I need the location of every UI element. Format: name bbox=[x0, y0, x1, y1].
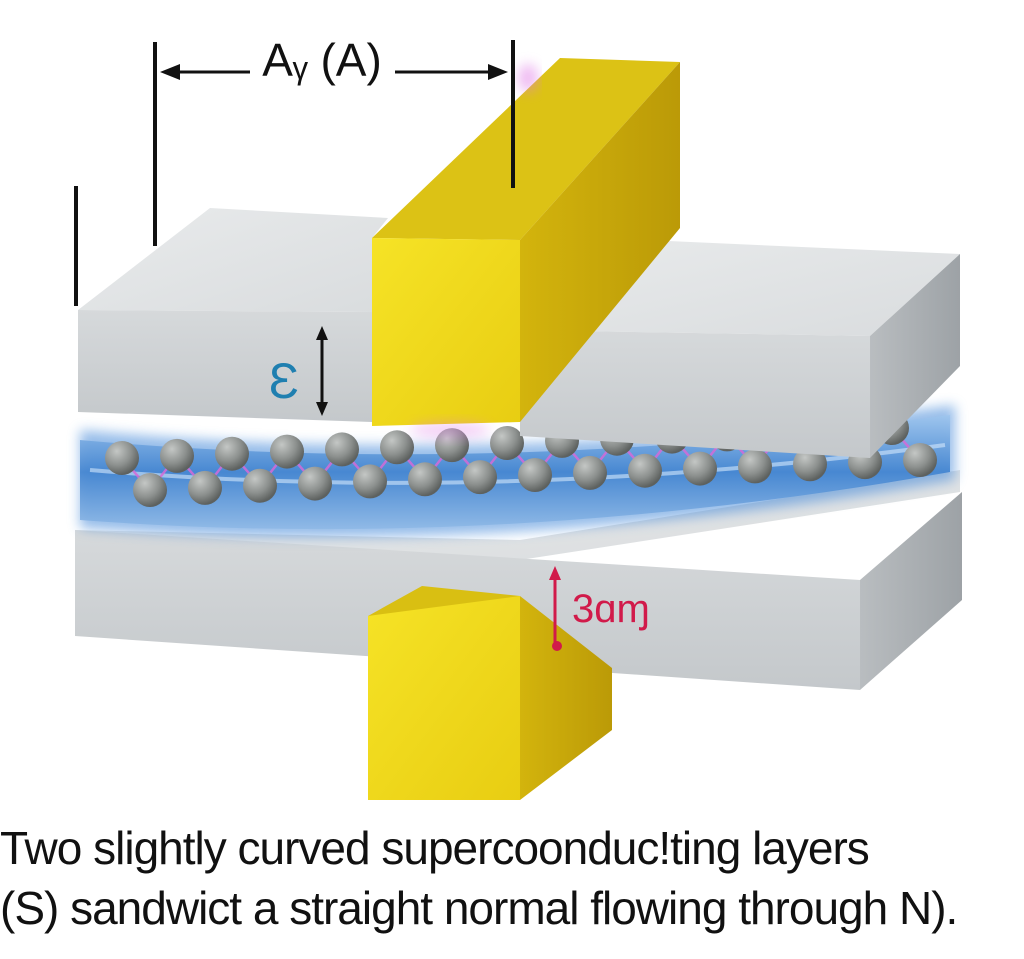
top-dimension-label: Aᵧ (A) bbox=[262, 34, 382, 86]
figure-caption: Two slightly curved supercoonduc!ting la… bbox=[0, 818, 1024, 938]
right-thickness-label: 3ɑɱ bbox=[572, 587, 650, 631]
atom-icon bbox=[463, 460, 497, 495]
atom-icon bbox=[490, 426, 524, 460]
upper-right-block-side-face bbox=[870, 254, 960, 458]
atom-icon bbox=[573, 455, 607, 490]
atom-icon bbox=[738, 449, 772, 484]
right-thickness-marker: 3ɑɱ bbox=[549, 566, 650, 651]
caption-line-1: Two slightly curved supercoonduc!ting la… bbox=[0, 822, 870, 874]
left-thickness-marker: Ɛ bbox=[269, 326, 328, 416]
upper-electrode-side-face bbox=[520, 62, 680, 422]
caption-line-2: (S) sandwict a straight normal flowing t… bbox=[0, 882, 958, 934]
atom-icon bbox=[243, 468, 277, 503]
atom-icon bbox=[270, 434, 304, 469]
atom-icon bbox=[903, 443, 937, 477]
atom-chain bbox=[105, 411, 937, 507]
atom-icon bbox=[793, 447, 827, 482]
atom-icon bbox=[160, 438, 194, 473]
atom-icon bbox=[380, 430, 414, 465]
thickness-arrow-icon bbox=[549, 566, 562, 651]
lower-layer-side-face bbox=[860, 492, 962, 690]
lower-gold-electrode bbox=[368, 586, 612, 800]
upper-left-block-front-face bbox=[78, 310, 372, 422]
atom-icon bbox=[215, 436, 249, 471]
electrode-glow-bottom bbox=[410, 422, 490, 438]
atom-icon bbox=[518, 458, 552, 492]
upper-left-block-top-face bbox=[78, 208, 388, 312]
atom-icon bbox=[133, 473, 167, 507]
top-dimension-marker: Aᵧ (A) bbox=[74, 34, 515, 306]
upper-electrode-top-face bbox=[372, 58, 680, 240]
atom-icon bbox=[298, 466, 332, 501]
atom-icon bbox=[105, 441, 139, 475]
electrode-glow-top bbox=[518, 64, 538, 92]
sns-junction-diagram: Aᵧ (A) Ɛ 3ɑɱ bbox=[74, 34, 962, 800]
atom-icon bbox=[325, 432, 359, 467]
atom-icon bbox=[628, 453, 662, 488]
upper-right-block-front-face bbox=[520, 330, 870, 458]
atom-icon bbox=[683, 451, 717, 486]
atom-icon bbox=[353, 464, 387, 499]
lower-electrode-front-face bbox=[368, 596, 520, 800]
atom-icon bbox=[188, 470, 222, 505]
left-thickness-label: Ɛ bbox=[269, 353, 299, 409]
upper-gold-electrode bbox=[372, 58, 680, 438]
atom-icon bbox=[408, 462, 442, 497]
lower-electrode-side-face bbox=[520, 596, 612, 800]
dimension-arrow-icon bbox=[160, 64, 508, 80]
lower-layer-top-face bbox=[75, 470, 960, 560]
upper-electrode-front-face bbox=[372, 238, 520, 426]
thickness-arrow-icon bbox=[316, 326, 328, 416]
